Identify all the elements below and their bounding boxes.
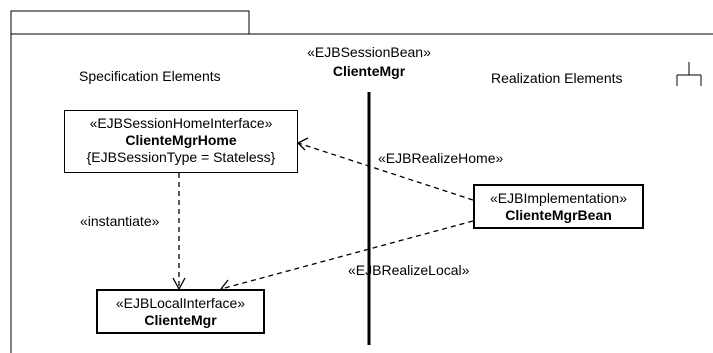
subsystem-fork-icon xyxy=(676,62,702,86)
class-name: ClienteMgrBean xyxy=(505,207,612,223)
class-stereotype: «EJBSessionHomeInterface» xyxy=(89,115,273,131)
package-name: ClienteMgr xyxy=(332,63,406,79)
realize-home-line xyxy=(297,142,474,201)
realize-local-label: «EJBRealizeLocal» xyxy=(348,262,470,278)
specification-elements-label: Specification Elements xyxy=(79,68,221,84)
package-frame xyxy=(10,33,713,353)
class-box-implementation[interactable]: «EJBImplementation» ClienteMgrBean xyxy=(473,184,644,229)
realization-elements-label: Realization Elements xyxy=(491,70,623,86)
class-stereotype: «EJBImplementation» xyxy=(490,190,627,206)
realize-local-line xyxy=(220,220,474,290)
realize-home-arrowhead xyxy=(296,137,309,151)
realize-home-label: «EJBRealizeHome» xyxy=(378,150,504,166)
instantiate-label: «instantiate» xyxy=(80,213,160,229)
class-box-local-interface[interactable]: «EJBLocalInterface» ClienteMgr xyxy=(96,289,265,334)
class-name: ClienteMgr xyxy=(144,312,217,328)
package-tab xyxy=(10,10,250,34)
class-tagged-value: {EJBSessionType = Stateless} xyxy=(86,149,276,165)
class-name: ClienteMgrHome xyxy=(125,132,237,148)
class-box-home-interface[interactable]: «EJBSessionHomeInterface» ClienteMgrHome… xyxy=(64,110,298,173)
package-stereotype: «EJBSessionBean» xyxy=(307,44,431,60)
class-stereotype: «EJBLocalInterface» xyxy=(115,295,246,311)
